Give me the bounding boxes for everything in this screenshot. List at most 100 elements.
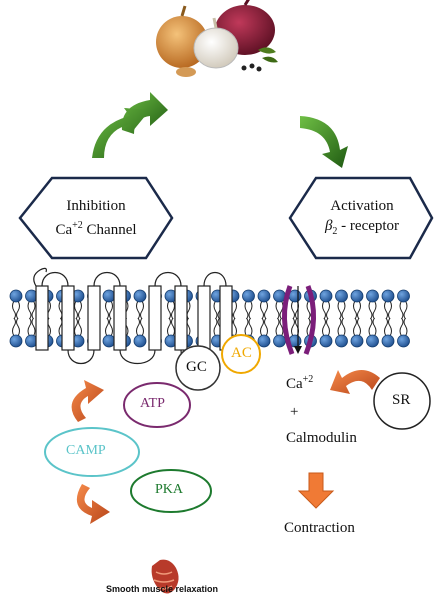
- lipid-tail: [31, 317, 36, 337]
- sr-node: [373, 372, 431, 430]
- lipid-tail: [260, 317, 264, 337]
- lipid-tail: [388, 300, 392, 320]
- lipid-tail: [171, 317, 175, 337]
- calcium-channel-left: [281, 285, 295, 355]
- lipid-tail: [16, 300, 20, 320]
- lipid-tail: [384, 317, 388, 337]
- protein-loop: [93, 271, 121, 287]
- lipid-tail: [337, 317, 342, 337]
- camp-node: [44, 427, 140, 477]
- lipid-tail: [291, 300, 295, 320]
- lipid-tail: [275, 300, 280, 320]
- calcium-label: Ca+2: [286, 374, 314, 392]
- lipid-head: [273, 334, 286, 348]
- transmembrane-helix: [61, 285, 75, 351]
- lipid-head: [242, 289, 255, 303]
- lipid-head: [319, 289, 333, 303]
- lipid-tail: [213, 317, 218, 337]
- relaxation-label: Smooth muscle relaxation: [106, 584, 219, 594]
- contraction-arrow: [297, 472, 335, 509]
- activation-subtitle: β2 - receptor: [324, 218, 400, 237]
- transmembrane-helix: [197, 285, 211, 351]
- protein-loop: [203, 271, 227, 287]
- lipid-tail: [16, 317, 20, 337]
- lipid-head: [350, 289, 364, 303]
- protein-terminus: [33, 267, 47, 287]
- lipid-tail: [306, 317, 311, 337]
- lipid-tail: [248, 317, 253, 337]
- ac-node: [221, 334, 261, 374]
- lipid-tail: [372, 300, 377, 320]
- lipid-tail: [275, 317, 280, 337]
- lipid-head: [381, 334, 395, 348]
- lipid-tail: [264, 317, 268, 337]
- lipid-tail: [322, 300, 326, 320]
- plus-label: +: [290, 404, 299, 420]
- lipid-tail: [279, 300, 284, 320]
- pka-node: [130, 469, 212, 513]
- lipid-head: [102, 289, 116, 303]
- lipid-tail: [279, 317, 284, 337]
- lipid-head: [133, 289, 147, 303]
- inhibition-subtitle: Ca+2 Channel: [55, 220, 137, 238]
- ac-label: AC: [231, 345, 252, 361]
- lipid-tail: [248, 300, 253, 320]
- orange-arrow-atp-camp: [71, 380, 104, 422]
- lipid-tail: [244, 317, 249, 337]
- lipid-head: [366, 289, 379, 303]
- lipid-tail: [368, 300, 373, 320]
- protein-loop: [41, 271, 69, 287]
- transmembrane-helix: [113, 285, 127, 351]
- lipid-tail: [384, 300, 388, 320]
- lipid-head: [9, 334, 23, 348]
- pka-label: PKA: [155, 482, 184, 497]
- lipid-head: [133, 334, 147, 348]
- lipid-tail: [136, 317, 140, 337]
- orange-arrow-sr: [330, 370, 380, 394]
- lipid-head: [288, 289, 302, 303]
- sr-label: SR: [392, 392, 411, 408]
- inhibition-hexagon: [18, 176, 174, 260]
- lipid-tail: [140, 300, 144, 320]
- green-arrow-right: [300, 116, 348, 168]
- inhibition-label: Inhibition Ca+2 Channel: [22, 196, 170, 240]
- lipid-tail: [388, 317, 392, 337]
- protein-loop: [154, 271, 182, 287]
- transmembrane-helix: [148, 285, 162, 351]
- lipid-tail: [31, 300, 36, 320]
- lipid-tail: [213, 300, 218, 320]
- activation-title: Activation: [330, 198, 394, 214]
- transmembrane-protein: [33, 267, 233, 365]
- atp-node: [123, 382, 191, 428]
- lipid-tail: [353, 300, 357, 320]
- lipid-tail: [233, 300, 237, 320]
- calcium-channel-right: [303, 285, 317, 355]
- lipid-tail: [136, 300, 140, 320]
- lipid-head: [9, 289, 23, 303]
- lipid-tail: [109, 300, 113, 320]
- lipid-tail: [12, 317, 16, 337]
- lipid-head: [102, 334, 116, 348]
- contraction-label: Contraction: [284, 520, 355, 536]
- transmembrane-helix: [35, 285, 49, 351]
- lipid-tail: [357, 317, 361, 337]
- lipid-tail: [109, 317, 113, 337]
- lipid-tail: [27, 317, 32, 337]
- lipid-tail: [167, 300, 171, 320]
- lipid-tail: [368, 317, 373, 337]
- lipid-tail: [78, 317, 82, 337]
- protein-loop: [119, 349, 156, 364]
- lipid-tail: [105, 317, 109, 337]
- smooth-muscle-icon: [151, 559, 179, 594]
- lipid-head: [350, 334, 364, 348]
- inhibition-title: Inhibition: [66, 198, 126, 214]
- activation-label: Activation β2 - receptor: [292, 196, 432, 242]
- atp-label: ATP: [140, 396, 165, 411]
- protein-loop: [67, 349, 95, 365]
- lipid-tail: [264, 300, 268, 320]
- lipid-tail: [291, 317, 295, 337]
- lipid-tail: [27, 300, 32, 320]
- lipid-tail: [12, 300, 16, 320]
- food-illustration: [156, 0, 278, 77]
